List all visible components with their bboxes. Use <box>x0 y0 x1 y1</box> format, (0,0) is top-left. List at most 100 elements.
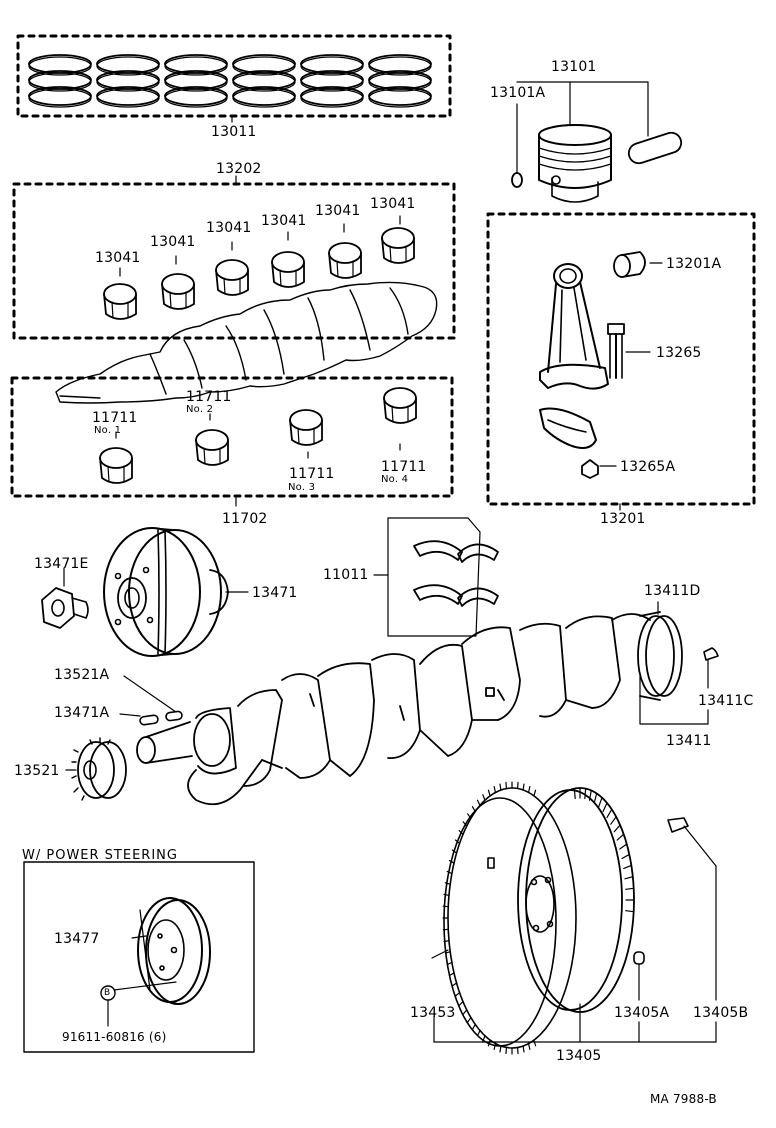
crank-keys <box>119 675 183 726</box>
ring-gear-tooth <box>533 1039 537 1047</box>
main-bearing-set <box>10 376 454 507</box>
ring-gear-tooth <box>623 864 632 870</box>
label-oil-seal: 13411D <box>644 583 701 599</box>
main-bearing-shell <box>383 387 417 424</box>
label-pulley-nut: 13471E <box>34 556 89 572</box>
ring-gear-tooth <box>527 786 531 794</box>
ring-gear-tooth <box>487 1039 491 1047</box>
ring-gear-tooth <box>533 789 537 797</box>
label-ps-pulley: 13477 <box>54 931 100 947</box>
label-main-bearing-3-no: No. 3 <box>288 482 316 493</box>
label-crank-key-a: 13521A <box>54 667 110 683</box>
main-bearing-shell <box>289 409 323 446</box>
main-bearing-shell <box>99 447 133 484</box>
ring-gear-tooth <box>476 1029 481 1037</box>
ring-gear-tooth <box>448 859 455 864</box>
label-ps-bolt: 91611-60816 (6) <box>62 1030 167 1044</box>
ring-gear-tooth <box>467 813 472 820</box>
piston-ring-edge <box>232 72 296 92</box>
ring-gear-tooth <box>446 870 453 875</box>
ring-gear-tooth <box>448 972 455 977</box>
piston-ring-edge <box>164 88 228 108</box>
ring-gear-tooth <box>443 893 450 897</box>
label-pulley: 13471 <box>252 585 298 601</box>
ring-gear-tooth <box>624 876 634 880</box>
piston-ring-edge <box>300 88 364 108</box>
piston-ring-edge <box>164 56 228 76</box>
piston-ring-edge <box>28 88 92 108</box>
connecting-rod-assembly <box>486 212 756 511</box>
label-main-bearing-1-no: No. 1 <box>94 425 122 436</box>
label-main-bearing-4-no: No. 4 <box>381 474 409 485</box>
label-conrod-nut: 13265A <box>620 459 676 475</box>
piston-ring-edge <box>300 56 364 76</box>
piston-ring-edge <box>164 72 228 92</box>
ring-gear-tooth <box>446 961 453 966</box>
ring-gear-tooth <box>454 839 461 845</box>
ring-gear-tooth <box>476 799 481 807</box>
ring-gear-tooth <box>598 797 603 808</box>
label-conrod-bearing-3: 13041 <box>206 220 252 236</box>
ring-gear-tooth <box>619 843 628 850</box>
ring-gear-tooth <box>522 783 525 791</box>
ring-gear-tooth <box>462 1009 468 1015</box>
conrod-bearing-shell <box>161 273 195 310</box>
ring-gear-tooth <box>451 849 458 854</box>
ring-gear-tooth <box>499 1045 502 1053</box>
label-main-bearing-3: 11711 <box>289 466 335 482</box>
label-bolt-marker: B <box>104 988 111 998</box>
label-flywheel-dowel: 13405A <box>614 1005 670 1021</box>
conrod-bearing-set <box>12 175 456 340</box>
ring-gear-tooth <box>471 1023 476 1031</box>
ring-gear-tooth <box>522 1045 525 1053</box>
piston-ring-edge <box>368 72 432 92</box>
ring-gear-tooth <box>442 928 449 931</box>
label-main-bearing-set: 11702 <box>222 511 268 527</box>
conrod-bearing-shell <box>381 227 415 264</box>
ring-gear-tooth <box>467 1016 472 1023</box>
pulley-nut <box>41 567 89 629</box>
ring-gear-tooth <box>625 910 635 913</box>
ring-gear-tooth <box>493 786 497 794</box>
label-conrod-assy: 13201 <box>600 511 646 527</box>
label-conrod-bearing-5: 13041 <box>315 203 361 219</box>
label-flywheel: 13405 <box>556 1048 602 1064</box>
flywheel <box>431 781 717 1055</box>
main-bearing-shell <box>195 429 229 466</box>
ring-gear-tooth <box>454 991 461 997</box>
label-conrod-bearing-1: 13041 <box>95 250 141 266</box>
ring-gear-tooth <box>621 853 630 860</box>
conrod-bearing-shell <box>271 251 305 288</box>
ring-gear-tooth <box>573 788 576 800</box>
ring-gear-tooth <box>442 905 449 908</box>
power-steering-box <box>23 861 255 1053</box>
conrod-bearing-shell <box>215 259 249 296</box>
piston-ring-edge <box>96 56 160 76</box>
piston-ring-edge <box>368 56 432 76</box>
ring-gear-tooth <box>593 792 598 804</box>
label-crank-key-b: 13471A <box>54 705 110 721</box>
ring-gear-tooth <box>471 805 476 813</box>
label-power-steering-title: W/ POWER STEERING <box>22 848 178 863</box>
ring-gear-tooth <box>458 829 464 836</box>
ring-gear-tooth <box>613 824 621 833</box>
label-main-bearing-2-no: No. 2 <box>186 404 214 415</box>
ring-gear-tooth <box>444 882 451 885</box>
piston-ring-edge <box>28 72 92 92</box>
label-piston-set: 13101 <box>551 59 597 75</box>
piston-ring-edge <box>232 56 296 76</box>
label-conrod-bolt: 13265 <box>656 345 702 361</box>
ring-gear-tooth <box>462 821 468 827</box>
piston-ring-edge <box>368 88 432 108</box>
ring-gear-tooth <box>487 789 491 797</box>
label-main-bearing-2: 11711 <box>186 389 232 405</box>
label-flywheel-bolt: 13405B <box>693 1005 749 1021</box>
label-drawing-code: MA 7988-B <box>650 1092 717 1106</box>
label-conrod-bearing-set: 13202 <box>216 161 262 177</box>
piston-ring-edge <box>28 56 92 76</box>
ring-gear-tooth <box>584 788 587 800</box>
ring-gear-tooth <box>616 833 625 841</box>
label-main-bearing-4: 11711 <box>381 459 427 475</box>
conrod-bearing-shell <box>103 283 137 320</box>
